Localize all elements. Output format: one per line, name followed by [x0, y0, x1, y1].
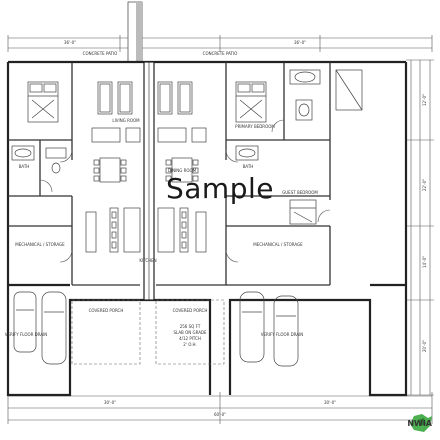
slab-note-3: 4/12 PITCH	[179, 336, 201, 341]
primary-bed-label: PRIMARY BEDROOM	[235, 124, 275, 129]
slab-note-4: 2' O.H.	[183, 342, 196, 347]
slab-note-2: SLAB ON GRADE	[173, 330, 207, 335]
living-label: LIVING ROOM	[112, 118, 140, 123]
patio-left-label: CONCRETE PATIO	[83, 51, 118, 56]
slab-note-1: 256 SQ FT	[180, 324, 201, 329]
bed-left	[27, 81, 59, 123]
exterior-walls	[6, 60, 408, 397]
bottom-dim-right: 30'-0"	[324, 400, 336, 405]
side-dim-4: 20'-0"	[422, 340, 427, 352]
side-dim-2: 22'-0"	[422, 179, 427, 191]
side-dim-1: 12'-0"	[422, 94, 427, 106]
garage-note-right: VERIFY FLOOR DRAIN	[261, 332, 304, 337]
dimension-ticks	[7, 35, 434, 424]
bath-fixtures	[11, 69, 363, 174]
top-dim-left: 36'-0"	[64, 40, 76, 45]
side-dims: 12'-0" 22'-0" 14'-0" 20'-0"	[422, 94, 427, 352]
kitchen-label: KITCHEN	[139, 258, 156, 263]
bed-right	[235, 81, 267, 123]
living-furniture	[91, 81, 207, 143]
door-swings	[39, 119, 331, 263]
porch-right-label: COVERED PORCH	[173, 308, 208, 313]
interior-walls	[8, 62, 331, 286]
kitchen-counters	[85, 207, 207, 253]
mech-left-label: MECHANICAL / STORAGE	[15, 242, 65, 247]
logo-text: NWIA	[407, 419, 432, 428]
patio-right-label: CONCRETE PATIO	[203, 51, 238, 56]
mech-right-label: MECHANICAL / STORAGE	[253, 242, 303, 247]
garage-note-left: VERIFY FLOOR DRAIN	[5, 332, 48, 337]
porch-outlines	[71, 299, 225, 365]
side-dim-3: 14'-0"	[422, 256, 427, 268]
bath-left-label: BATH	[19, 164, 30, 169]
guest-bed	[289, 199, 317, 225]
dining-tables	[93, 157, 199, 183]
garage-outlines	[13, 291, 299, 367]
dining-label: DINING ROOM	[168, 168, 197, 173]
top-dim-right: 36'-0"	[294, 40, 306, 45]
room-labels: 36'-0" 36'-0" CONCRETE PATIO CONCRETE PA…	[5, 40, 336, 417]
guest-bed-label: GUEST BEDROOM	[282, 190, 318, 195]
bath-right-label: BATH	[243, 164, 254, 169]
porch-left-label: COVERED PORCH	[89, 308, 124, 313]
nwia-logo-icon	[410, 414, 432, 432]
bottom-dim-total: 60'-0"	[214, 412, 226, 417]
bottom-dim-left: 30'-0"	[104, 400, 116, 405]
